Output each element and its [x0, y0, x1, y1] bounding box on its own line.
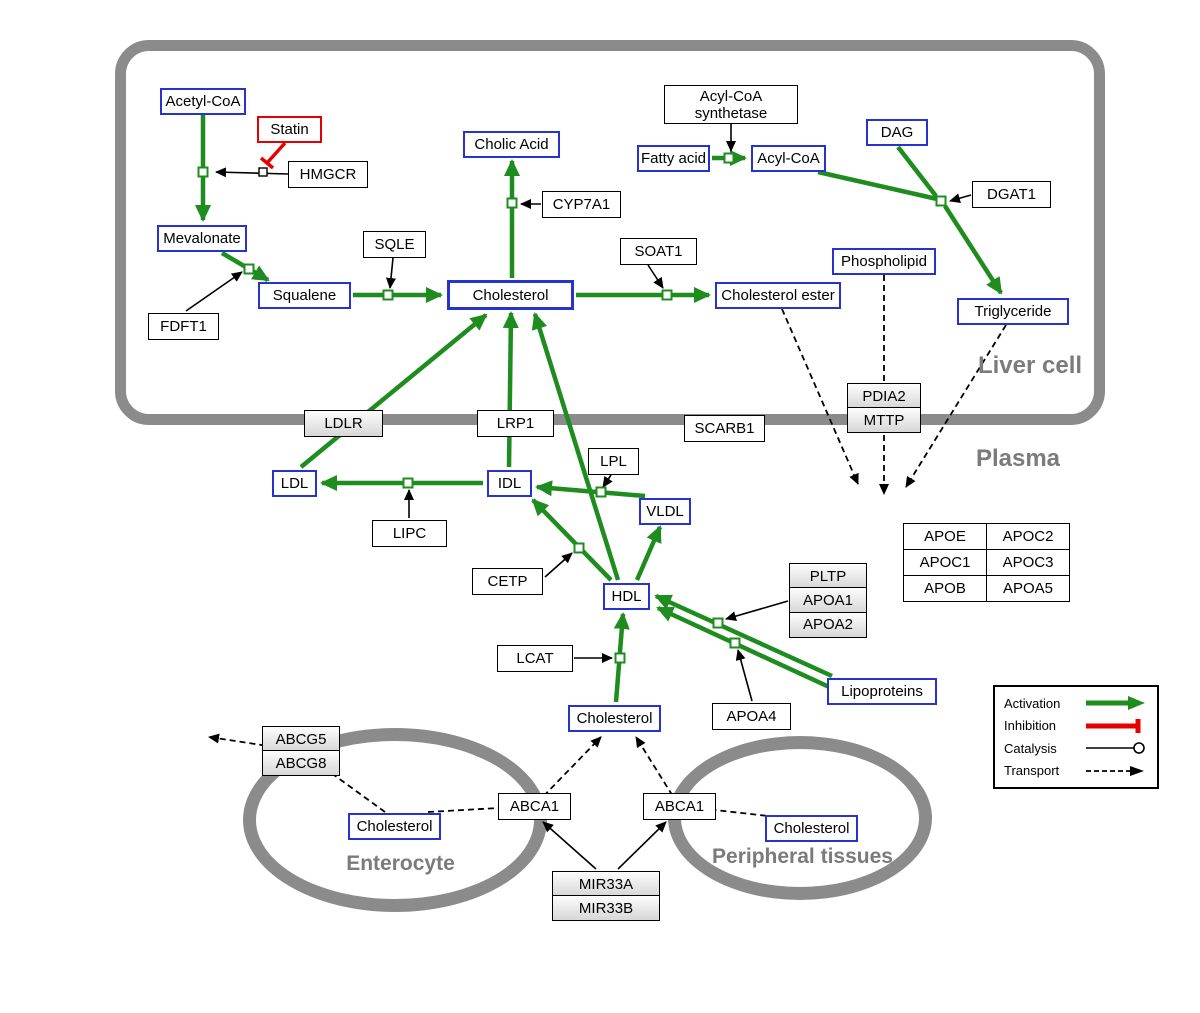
node-dag[interactable]: DAG	[866, 119, 928, 146]
node-hdl[interactable]: HDL	[603, 583, 650, 610]
reaction-nodes	[197, 152, 947, 664]
node-lrp1[interactable]: LRP1	[477, 410, 554, 437]
legend-row-inhibition: Inhibition	[1004, 715, 1148, 738]
node-cholesterol-ester[interactable]: Cholesterol ester	[715, 282, 841, 309]
node-group-pdia2-mttp: PDIA2 MTTP	[847, 383, 921, 434]
node-apoa4[interactable]: APOA4	[712, 703, 791, 730]
node-triglyceride[interactable]: Triglyceride	[957, 298, 1069, 325]
node-abcg8[interactable]: ABCG8	[262, 750, 340, 777]
legend-catalysis-label: Catalysis	[1004, 740, 1057, 756]
node-acyl-coa[interactable]: Acyl-CoA	[751, 145, 826, 172]
catalysis-edges	[185, 124, 972, 870]
liver-cell-compartment	[115, 40, 1105, 425]
legend-row-transport: Transport	[1004, 760, 1148, 783]
node-apoa2[interactable]: APOA2	[789, 611, 867, 638]
legend-transport-label: Transport	[1004, 763, 1060, 779]
node-cholesterol-peripheral[interactable]: Cholesterol	[765, 815, 858, 842]
node-fdft1[interactable]: FDFT1	[148, 313, 219, 340]
node-fatty-acid[interactable]: Fatty acid	[637, 145, 710, 172]
apolipoprotein-table: APOE APOC2 APOC1 APOC3 APOB APOA5	[903, 523, 1070, 602]
node-cholesterol-liver[interactable]: Cholesterol	[447, 280, 574, 310]
peripheral-tissues-label: Peripheral tissues	[712, 845, 893, 868]
node-pdia2[interactable]: PDIA2	[847, 383, 921, 409]
node-lpl[interactable]: LPL	[588, 448, 639, 475]
node-cyp7a1[interactable]: CYP7A1	[542, 191, 621, 218]
liver-cell-label: Liver cell	[977, 352, 1083, 379]
node-pltp[interactable]: PLTP	[789, 563, 867, 589]
node-acyl-coa-synthetase[interactable]: Acyl-CoA synthetase	[664, 85, 798, 124]
legend-activation-label: Activation	[1004, 695, 1061, 711]
node-abca1-enterocyte[interactable]: ABCA1	[498, 793, 571, 820]
node-dgat1[interactable]: DGAT1	[972, 181, 1051, 208]
node-lipoproteins[interactable]: Lipoproteins	[827, 678, 937, 705]
apo-cell[interactable]: APOC3	[986, 549, 1070, 576]
node-hmgcr[interactable]: HMGCR	[288, 161, 368, 188]
node-sqle[interactable]: SQLE	[363, 231, 426, 258]
node-cholic-acid[interactable]: Cholic Acid	[463, 131, 560, 158]
apo-cell[interactable]: APOC2	[986, 523, 1070, 550]
node-phospholipid[interactable]: Phospholipid	[832, 248, 936, 275]
inhibition-edge	[259, 141, 287, 170]
node-cetp[interactable]: CETP	[472, 568, 543, 595]
node-squalene[interactable]: Squalene	[258, 282, 351, 309]
catalysis-circle-icon	[1086, 742, 1145, 755]
transport-dashed-arrow-icon	[1086, 765, 1144, 776]
legend: Activation Inhibition Catalysis Transpor…	[993, 685, 1159, 789]
acyl-coa-synthetase-line2: synthetase	[694, 104, 768, 122]
node-lcat[interactable]: LCAT	[497, 645, 573, 672]
node-cholesterol-plasma[interactable]: Cholesterol	[568, 705, 661, 732]
node-abca1-peripheral[interactable]: ABCA1	[643, 793, 716, 820]
node-acetyl-coa[interactable]: Acetyl-CoA	[160, 88, 246, 115]
apo-cell[interactable]: APOC1	[903, 549, 987, 576]
acyl-coa-synthetase-line1: Acyl-CoA	[699, 87, 763, 105]
node-abcg5[interactable]: ABCG5	[262, 726, 340, 752]
inhibition-tbar-icon	[1086, 718, 1141, 733]
legend-row-catalysis: Catalysis	[1004, 737, 1148, 760]
node-ldl[interactable]: LDL	[272, 470, 317, 497]
node-cholesterol-enterocyte[interactable]: Cholesterol	[348, 813, 441, 840]
node-mir33a[interactable]: MIR33A	[552, 871, 660, 897]
activation-edges	[195, 114, 1003, 703]
node-scarb1[interactable]: SCARB1	[684, 415, 765, 442]
node-mevalonate[interactable]: Mevalonate	[157, 225, 247, 252]
node-idl[interactable]: IDL	[487, 470, 532, 497]
node-lipc[interactable]: LIPC	[372, 520, 447, 547]
node-group-mir33: MIR33A MIR33B	[552, 871, 660, 922]
node-mir33b[interactable]: MIR33B	[552, 895, 660, 922]
node-statin[interactable]: Statin	[257, 116, 322, 143]
node-soat1[interactable]: SOAT1	[620, 238, 697, 265]
node-group-abcg5-abcg8: ABCG5 ABCG8	[262, 726, 340, 777]
activation-arrow-icon	[1086, 696, 1145, 711]
node-mttp[interactable]: MTTP	[847, 407, 921, 434]
node-apoa1[interactable]: APOA1	[789, 587, 867, 614]
legend-inhibition-label: Inhibition	[1004, 718, 1057, 734]
plasma-label: Plasma	[975, 445, 1061, 472]
enterocyte-label: Enterocyte	[346, 852, 455, 875]
node-vldl[interactable]: VLDL	[639, 498, 691, 525]
apo-cell[interactable]: APOB	[903, 575, 987, 602]
node-group-pltp-apoa1-apoa2: PLTP APOA1 APOA2	[789, 563, 867, 638]
apo-cell[interactable]: APOA5	[986, 575, 1070, 602]
node-ldlr[interactable]: LDLR	[304, 410, 383, 437]
apo-cell[interactable]: APOE	[903, 523, 987, 550]
legend-row-activation: Activation	[1004, 692, 1148, 715]
